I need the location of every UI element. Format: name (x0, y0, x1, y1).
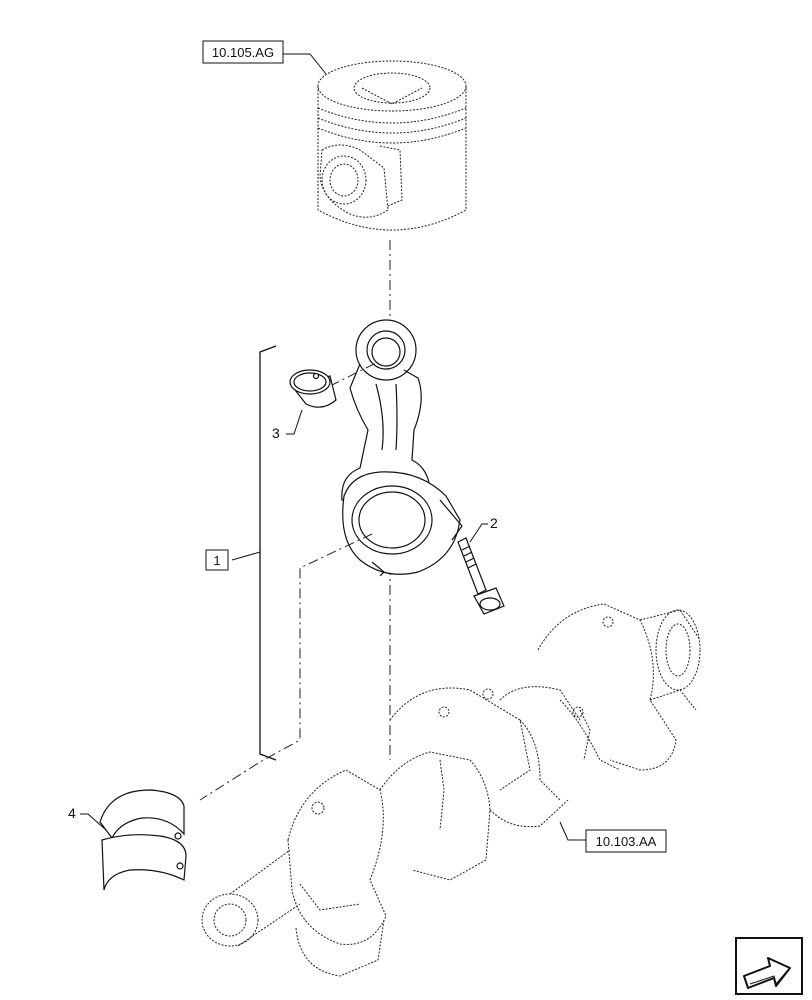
crankshaft-reference-label[interactable]: 10.103.AA (585, 829, 667, 853)
next-page-arrow-icon[interactable] (735, 937, 803, 995)
piston-ghost (317, 60, 467, 231)
callout-bushing-leader (286, 409, 303, 435)
callout-bolt-leader (469, 523, 488, 543)
callout-bearing-leader (80, 813, 107, 831)
bushing-centerline (329, 361, 379, 387)
svg-text:10.105.AG: 10.105.AG (212, 45, 274, 60)
piston-leader-line (283, 53, 327, 75)
bearing-shells (99, 789, 187, 891)
piston-reference-label[interactable]: 10.105.AG (202, 40, 284, 64)
svg-text:1: 1 (213, 553, 220, 568)
svg-text:10.103.AA: 10.103.AA (596, 834, 657, 849)
assembly-bracket (259, 345, 277, 761)
assembly-bracket-leader (231, 551, 261, 561)
callout-bushing-number: 3 (272, 425, 280, 441)
assembly-reference-label[interactable]: 1 (205, 549, 229, 571)
crankshaft-ghost (201, 603, 701, 977)
callout-bearing-number: 4 (68, 805, 76, 821)
bearing-centerline (199, 533, 373, 801)
rod-bolt (457, 537, 505, 615)
crankshaft-leader-line (559, 821, 586, 841)
callout-bolt-number: 2 (490, 515, 498, 531)
connecting-rod (341, 319, 463, 577)
bushing-part (289, 369, 337, 408)
